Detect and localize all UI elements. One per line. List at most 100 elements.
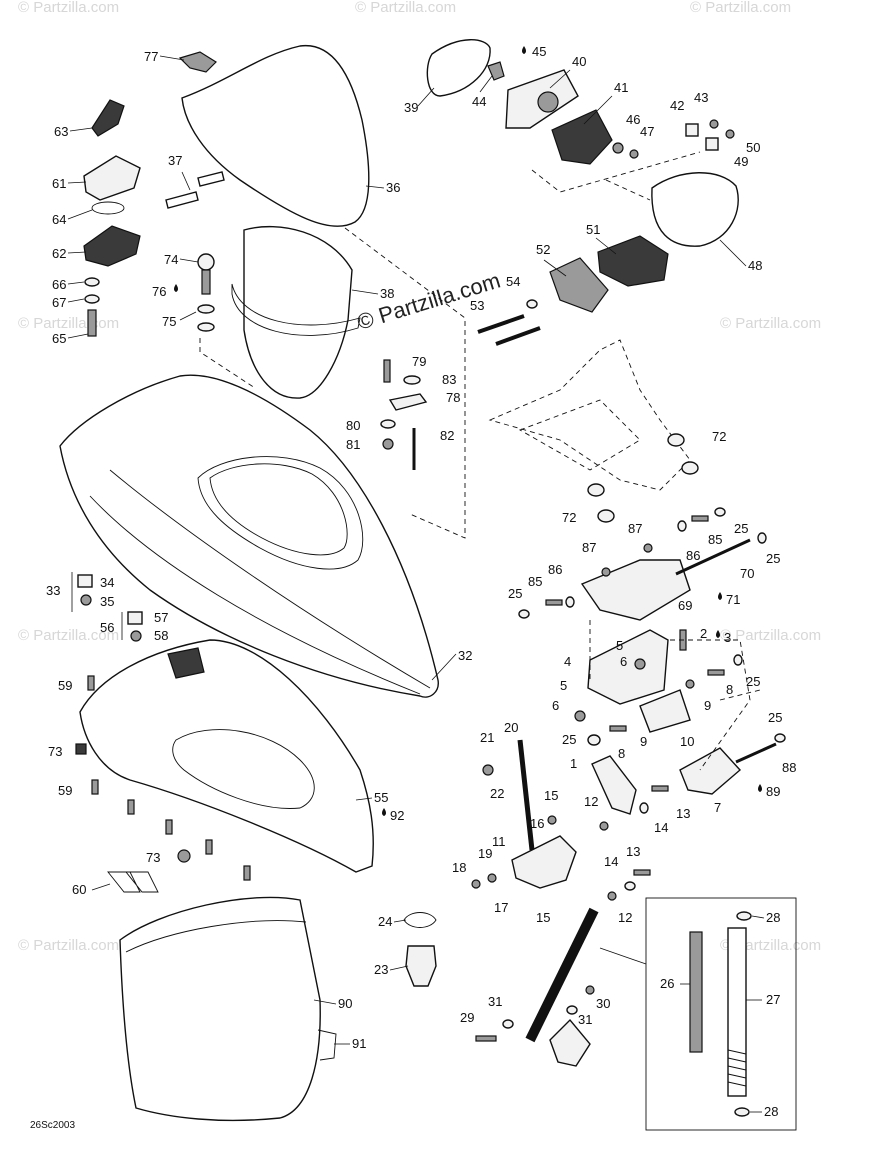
callout-labels: 77 63 61 64 62 66 67 65 37 36 74 76 75 3… bbox=[46, 44, 796, 1119]
callout-12b: 12 bbox=[618, 910, 632, 925]
callout-57: 57 bbox=[154, 610, 168, 625]
nut-part bbox=[601, 567, 611, 577]
nut-part bbox=[130, 630, 142, 642]
watermark-tile: © Partzilla.com bbox=[18, 0, 119, 16]
washer-part bbox=[526, 299, 538, 309]
drop-icon bbox=[718, 592, 722, 600]
washer-part bbox=[624, 881, 636, 891]
callout-72b: 72 bbox=[562, 510, 576, 525]
callout-30: 30 bbox=[596, 996, 610, 1011]
screw-part bbox=[651, 785, 669, 792]
callout-12a: 12 bbox=[584, 794, 598, 809]
dashed-guide bbox=[531, 151, 701, 201]
callout-31a: 31 bbox=[488, 994, 502, 1009]
strip-part bbox=[197, 171, 225, 187]
nut-part bbox=[574, 710, 586, 722]
callout-78: 78 bbox=[446, 390, 460, 405]
callout-8b: 8 bbox=[618, 746, 625, 761]
callout-15b: 15 bbox=[536, 910, 550, 925]
callout-82: 82 bbox=[440, 428, 454, 443]
bushing-part bbox=[587, 734, 601, 746]
callout-63: 63 bbox=[54, 124, 68, 139]
callout-36: 36 bbox=[386, 180, 400, 195]
callout-55: 55 bbox=[374, 790, 388, 805]
plug-part bbox=[177, 849, 191, 863]
callout-22: 22 bbox=[490, 786, 504, 801]
callout-79: 79 bbox=[412, 354, 426, 369]
nut-part bbox=[80, 594, 92, 606]
drop-icon bbox=[382, 808, 386, 816]
watermark-tile: © Partzilla.com bbox=[690, 0, 791, 16]
callout-2: 2 bbox=[700, 626, 707, 641]
inset-box bbox=[645, 897, 797, 1131]
callout-28a: 28 bbox=[766, 910, 780, 925]
callout-25e: 25 bbox=[562, 732, 576, 747]
callout-61: 61 bbox=[52, 176, 66, 191]
callout-31b: 31 bbox=[578, 1012, 592, 1027]
callout-62: 62 bbox=[52, 246, 66, 261]
nut-part bbox=[77, 574, 93, 588]
spring-mount-part bbox=[549, 1018, 591, 1067]
nut-part bbox=[487, 873, 497, 883]
washer-part bbox=[197, 304, 215, 314]
callout-92: 92 bbox=[390, 808, 404, 823]
callout-10: 10 bbox=[680, 734, 694, 749]
callout-1: 1 bbox=[570, 756, 577, 771]
screw-part bbox=[475, 1035, 497, 1042]
callout-35: 35 bbox=[100, 594, 114, 609]
callout-87b: 87 bbox=[582, 540, 596, 555]
screw-part bbox=[165, 819, 173, 835]
tub-latch-part bbox=[167, 647, 205, 679]
windshield-part bbox=[181, 44, 370, 227]
callout-64: 64 bbox=[52, 212, 66, 227]
clip-part bbox=[736, 911, 752, 921]
callout-11: 11 bbox=[492, 834, 506, 849]
screw-part bbox=[205, 839, 213, 855]
nut-part bbox=[547, 815, 557, 825]
callout-85a: 85 bbox=[708, 532, 722, 547]
washer-part bbox=[566, 1005, 578, 1015]
callout-90: 90 bbox=[338, 996, 352, 1011]
callout-91: 91 bbox=[352, 1036, 366, 1051]
callout-70: 70 bbox=[740, 566, 754, 581]
watermark-tile: © Partzilla.com bbox=[720, 315, 821, 332]
nut-part bbox=[482, 764, 494, 776]
washer-part bbox=[84, 277, 100, 287]
callout-47: 47 bbox=[640, 124, 654, 139]
callout-67: 67 bbox=[52, 295, 66, 310]
nut-part bbox=[685, 679, 695, 689]
callout-23: 23 bbox=[374, 962, 388, 977]
arm-part bbox=[639, 689, 691, 733]
callout-27: 27 bbox=[766, 992, 780, 1007]
gauge-housing-part bbox=[551, 109, 613, 165]
screw-part bbox=[707, 669, 725, 676]
leader-lines bbox=[67, 55, 765, 1113]
hood-opening bbox=[197, 456, 364, 570]
callout-21: 21 bbox=[480, 730, 494, 745]
screw-part bbox=[691, 515, 709, 522]
callout-43: 43 bbox=[694, 90, 708, 105]
callout-13b: 13 bbox=[626, 844, 640, 859]
nut-part bbox=[725, 129, 735, 139]
callout-75: 75 bbox=[162, 314, 176, 329]
watermark-tile: © Partzilla.com bbox=[720, 627, 821, 644]
grommet-part bbox=[487, 61, 505, 81]
mount-part bbox=[83, 225, 141, 267]
callout-85b: 85 bbox=[528, 574, 542, 589]
callout-14a: 14 bbox=[654, 820, 668, 835]
callout-26: 26 bbox=[660, 976, 674, 991]
bushing-part bbox=[667, 433, 685, 447]
lever-plate-part bbox=[511, 835, 577, 889]
strip-part bbox=[165, 191, 199, 209]
figure-code: 26Sc2003 bbox=[30, 1120, 75, 1131]
callout-42: 42 bbox=[670, 98, 684, 113]
callout-50: 50 bbox=[746, 140, 760, 155]
watermark-tile: © Partzilla.com bbox=[18, 315, 119, 332]
callout-73a: 73 bbox=[48, 744, 62, 759]
callout-20: 20 bbox=[504, 720, 518, 735]
bracket-part bbox=[91, 99, 125, 137]
callout-34: 34 bbox=[100, 575, 114, 590]
washer-part bbox=[639, 802, 649, 814]
washer-part bbox=[403, 375, 421, 385]
gas-spring-part bbox=[689, 931, 703, 1053]
